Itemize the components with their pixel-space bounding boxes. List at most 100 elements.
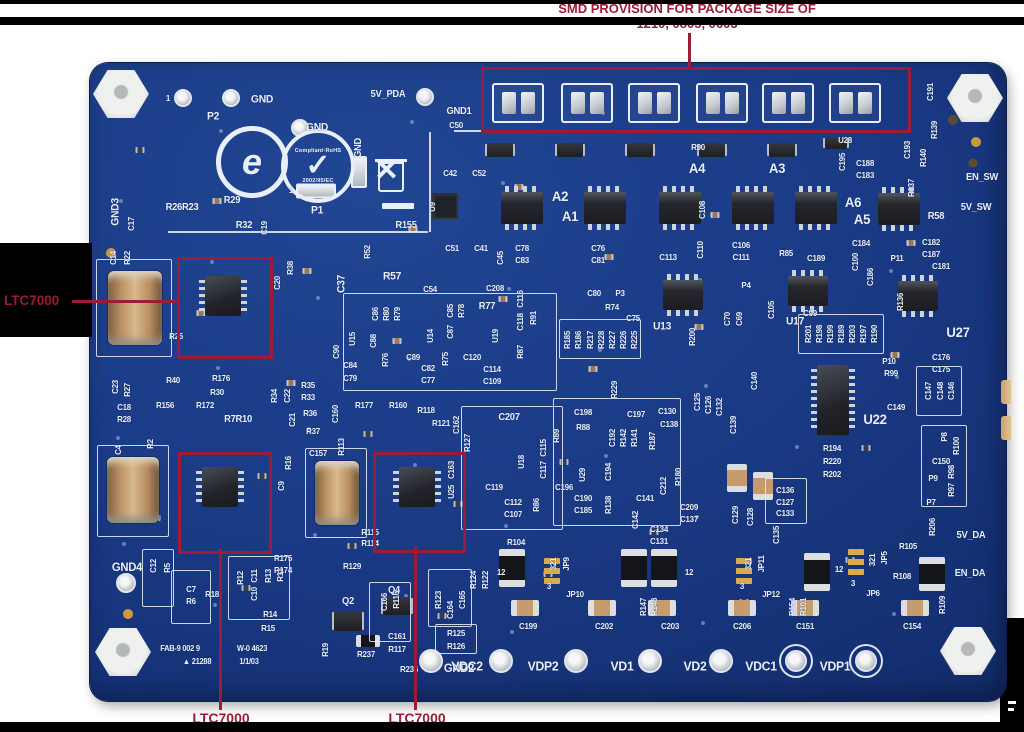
- silkscreen-label: 1: [165, 92, 171, 103]
- silkscreen-label: C151: [796, 620, 814, 631]
- silkscreen-label: R89: [550, 429, 561, 443]
- silkscreen-label: R129: [343, 560, 361, 571]
- silkscreen-label: C99: [803, 307, 817, 318]
- test-point: [638, 649, 662, 673]
- silkscreen-label: R118: [417, 404, 435, 415]
- silkscreen-label: R228: [595, 331, 606, 349]
- silkscreen-label: C42: [443, 167, 457, 178]
- test-point: [709, 649, 733, 673]
- silkscreen-label: R90: [691, 141, 705, 152]
- sot-component: [825, 137, 847, 149]
- silkscreen-label: R25: [169, 330, 183, 341]
- silkscreen-label: A5: [853, 211, 871, 227]
- via: [413, 463, 417, 467]
- silkscreen-label: GND1: [446, 106, 472, 117]
- silkscreen-label: C106: [732, 239, 750, 250]
- silkscreen-label: C160: [329, 405, 340, 423]
- scan-artifact-bar-bottom: [0, 722, 1024, 732]
- silkscreen-label: JP6: [866, 587, 880, 598]
- smd-pad: [838, 92, 853, 114]
- silkscreen-label: C142: [629, 511, 640, 529]
- smd-passive-component: [212, 198, 222, 204]
- silkscreen-label: R237: [357, 648, 375, 659]
- callout-leader-line: [72, 300, 177, 303]
- silkscreen-label: R105: [899, 540, 917, 551]
- silkscreen-outline: [96, 259, 172, 357]
- smd-passive-component: [453, 501, 463, 507]
- silkscreen-label: R155: [395, 220, 417, 231]
- silkscreen-label: R2: [144, 439, 155, 449]
- silkscreen-label: C184: [852, 237, 870, 248]
- silkscreen-label: R127: [461, 434, 472, 452]
- soic8-chip: [795, 186, 837, 230]
- silkscreen-label: C116: [514, 290, 525, 308]
- smd-pad: [637, 92, 652, 114]
- via: [216, 366, 220, 370]
- smd-pad: [705, 92, 720, 114]
- silkscreen-outline: [765, 478, 807, 524]
- smd-passive-component: [286, 380, 296, 386]
- silkscreen-label: R14: [263, 608, 277, 619]
- silkscreen-label: R206: [926, 518, 937, 536]
- test-point: [564, 649, 588, 673]
- silkscreen-label: R124: [467, 571, 478, 589]
- silkscreen-label: A4: [688, 160, 706, 176]
- silkscreen-label: C176: [932, 351, 950, 362]
- smd-provision-pads: [696, 83, 748, 123]
- callout-box: [373, 452, 466, 553]
- smd-provision-pads: [762, 83, 814, 123]
- silkscreen-label: R32: [235, 220, 253, 231]
- silkscreen-label: R52: [361, 245, 372, 259]
- silkscreen-label: R125: [447, 627, 465, 638]
- silkscreen-label: R15: [261, 622, 275, 633]
- silkscreen-label: JP11: [755, 555, 766, 573]
- silkscreen-label: 321: [547, 557, 558, 571]
- smd-pad: [520, 92, 535, 114]
- silkscreen-label: C164: [444, 601, 455, 619]
- silkscreen-label: C134: [650, 523, 668, 534]
- callout-box: [177, 257, 273, 359]
- silkscreen-label: C19: [258, 221, 269, 235]
- silkscreen-label: C192: [606, 429, 617, 447]
- test-point: [419, 649, 443, 673]
- silkscreen-label: EN_SW: [965, 172, 999, 183]
- smd-passive-component: [347, 543, 357, 549]
- silkscreen-label: C181: [932, 260, 950, 271]
- silkscreen-label: P4: [741, 279, 751, 290]
- silkscreen-label: 321: [866, 553, 877, 567]
- silkscreen-outline: [343, 293, 557, 391]
- silkscreen-label: R197: [857, 325, 868, 343]
- silkscreen-label: R185: [561, 331, 572, 349]
- silkscreen-label: R40: [166, 374, 180, 385]
- silkscreen-label: R88: [576, 421, 590, 432]
- smd-pad: [724, 92, 739, 114]
- silkscreen-label: U18: [515, 455, 526, 469]
- silkscreen-label: R13: [262, 569, 273, 583]
- silkscreen-label: C75: [626, 312, 640, 323]
- edge-connector-tab: [1001, 416, 1011, 440]
- silkscreen-label: C175: [932, 363, 950, 374]
- silkscreen-label: C185: [574, 504, 592, 515]
- silkscreen-label: U28: [838, 134, 852, 145]
- via: [407, 357, 411, 361]
- smd-passive-component: [241, 585, 251, 591]
- silkscreen-label: W-0 4623: [236, 644, 268, 653]
- silkscreen-label: R220: [823, 455, 841, 466]
- silkscreen-label: C133: [776, 507, 794, 518]
- silkscreen-label: C4: [112, 445, 123, 455]
- via: [704, 384, 708, 388]
- qfn-chip: [432, 193, 458, 219]
- silkscreen-label: Q2: [342, 596, 354, 607]
- silkscreen-label: R194: [823, 442, 841, 453]
- silkscreen-label: C119: [485, 481, 503, 492]
- silkscreen-label: C87: [444, 325, 455, 339]
- smd-passive-component: [363, 431, 373, 437]
- silkscreen-label: R138: [602, 496, 613, 514]
- silkscreen-label: R36: [303, 407, 317, 418]
- silkscreen-label: C108: [696, 201, 707, 219]
- silkscreen-label: R34: [268, 389, 279, 403]
- silkscreen-label: C37: [335, 274, 348, 294]
- silkscreen-label: C146: [945, 382, 956, 400]
- silkscreen-label: R115: [361, 526, 379, 537]
- smd-pad: [771, 92, 786, 114]
